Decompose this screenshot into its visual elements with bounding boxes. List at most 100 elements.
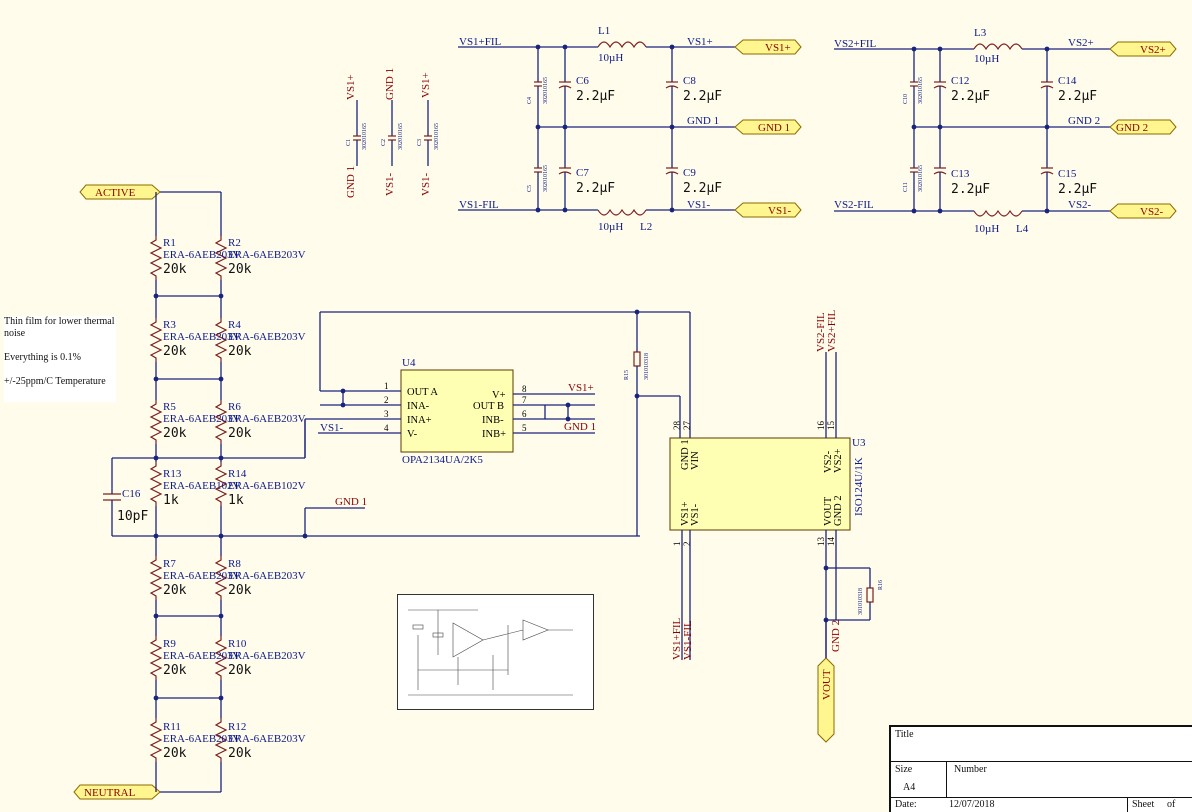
svg-text:20k: 20k: [228, 262, 252, 277]
svg-text:R6: R6: [228, 401, 241, 413]
svg-text:VIN: VIN: [690, 451, 701, 470]
svg-text:1: 1: [384, 381, 389, 391]
svg-text:ERA-6AEB203V: ERA-6AEB203V: [163, 650, 241, 662]
svg-text:ERA-6AEB102V: ERA-6AEB102V: [163, 480, 241, 492]
svg-text:ERA-6AEB203V: ERA-6AEB203V: [228, 570, 306, 582]
svg-text:C14: C14: [1058, 75, 1077, 87]
svg-text:2: 2: [384, 395, 389, 405]
svg-text:2: 2: [682, 542, 692, 547]
svg-text:V-: V-: [407, 429, 418, 440]
vs2p-port[interactable]: VS2+: [1109, 41, 1177, 57]
u3-vs2m-net: VS2-FIL: [815, 312, 827, 352]
bypass-caps: VS1+ GND 1 C1 302010165 GND 1 VS1- C2 30…: [345, 68, 440, 198]
u3-isolation-amp[interactable]: U3 ISO124U/1K GND 1 VIN VS2- VS2+ VS1+ V…: [669, 421, 866, 547]
svg-text:C15: C15: [1058, 168, 1077, 180]
svg-text:10µH: 10µH: [974, 223, 999, 235]
u3-gnd2-net: GND 2: [830, 620, 842, 652]
svg-text:OUT A: OUT A: [407, 387, 438, 398]
svg-text:302010165: 302010165: [918, 165, 924, 192]
svg-text:INB+: INB+: [482, 429, 506, 440]
svg-text:R3: R3: [163, 319, 176, 331]
svg-text:14: 14: [826, 537, 836, 547]
size-value: A4: [903, 782, 916, 793]
r8-label: R8 ERA-6AEB203V 20k: [228, 558, 306, 598]
svg-text:L4: L4: [1016, 223, 1029, 235]
r12-label: R12 ERA-6AEB203V 20k: [228, 721, 306, 761]
u4-opamp[interactable]: U4 OPA2134UA/2K5 1 2 3 4 OUT A INA- INA+…: [370, 357, 595, 466]
svg-text:ERA-6AEB203V: ERA-6AEB203V: [163, 249, 241, 261]
svg-text:VS1+FIL: VS1+FIL: [459, 36, 502, 48]
svg-text:GND 2: GND 2: [1068, 115, 1100, 127]
svg-text:2.2µF: 2.2µF: [1058, 182, 1097, 197]
svg-text:C7: C7: [576, 167, 589, 179]
svg-text:ERA-6AEB203V: ERA-6AEB203V: [228, 249, 306, 261]
svg-text:20k: 20k: [163, 663, 187, 678]
svg-text:VS1-: VS1-: [420, 172, 432, 196]
svg-text:VS1-: VS1-: [687, 199, 711, 211]
u3-vs2p-net: VS2+FIL: [826, 309, 838, 352]
svg-text:INA-: INA-: [407, 401, 430, 412]
svg-text:ERA-6AEB203V: ERA-6AEB203V: [163, 570, 241, 582]
vs2m-port[interactable]: VS2-: [1109, 203, 1177, 219]
svg-text:302010165: 302010165: [543, 165, 549, 192]
r13-label: R13 ERA-6AEB102V 1k: [163, 468, 241, 508]
svg-text:7: 7: [522, 395, 527, 405]
svg-text:GND 1: GND 1: [384, 68, 396, 100]
svg-text:VS1-: VS1-: [768, 205, 792, 217]
svg-text:302010165: 302010165: [543, 77, 549, 104]
r7-label: R7 ERA-6AEB203V 20k: [163, 558, 241, 598]
svg-text:VS2-: VS2-: [1140, 206, 1164, 218]
svg-text:ERA-6AEB203V: ERA-6AEB203V: [163, 331, 241, 343]
svg-text:R2: R2: [228, 237, 241, 249]
r4-label: R4 ERA-6AEB203V 20k: [228, 319, 306, 359]
svg-text:VS2+: VS2+: [833, 448, 844, 473]
svg-text:NEUTRAL: NEUTRAL: [84, 787, 136, 799]
svg-text:U4: U4: [402, 357, 416, 369]
svg-text:13: 13: [816, 537, 826, 547]
filter-vs2: VS2+FIL VS2-FIL L3 10µH 10µH L4 VS2+ VS2…: [834, 27, 1110, 235]
svg-text:VS2+: VS2+: [1068, 37, 1094, 49]
svg-text:20k: 20k: [163, 262, 187, 277]
svg-text:302010165: 302010165: [362, 123, 368, 150]
sheet-of-label: of: [1167, 799, 1176, 810]
svg-text:R5: R5: [163, 401, 176, 413]
r15-resistor[interactable]: R15 301010318: [624, 312, 650, 536]
svg-text:301010318: 301010318: [644, 353, 650, 380]
svg-text:R12: R12: [228, 721, 246, 733]
gnd2-port[interactable]: GND 2: [1109, 119, 1177, 135]
vs1p-port[interactable]: VS1+: [734, 39, 802, 55]
svg-text:INB-: INB-: [482, 415, 504, 426]
svg-text:C12: C12: [951, 75, 969, 87]
size-label: Size: [895, 764, 913, 775]
svg-text:GND 1: GND 1: [758, 122, 790, 134]
svg-text:U3: U3: [852, 437, 866, 449]
svg-text:OUT B: OUT B: [473, 401, 504, 412]
svg-text:ACTIVE: ACTIVE: [95, 187, 136, 199]
svg-text:20k: 20k: [163, 344, 187, 359]
title-block: Title Size A4 Number Date: 12/07/2018 Sh…: [889, 725, 1192, 812]
svg-text:R15: R15: [624, 370, 630, 380]
active-port[interactable]: ACTIVE: [79, 184, 161, 200]
vout-port[interactable]: VOUT: [817, 657, 835, 743]
svg-text:R4: R4: [228, 319, 241, 331]
svg-text:1k: 1k: [228, 493, 244, 508]
svg-text:GND 1: GND 1: [687, 115, 719, 127]
svg-text:GND 1: GND 1: [345, 166, 357, 198]
svg-text:L1: L1: [598, 25, 610, 37]
vs1m-port[interactable]: VS1-: [734, 202, 802, 218]
svg-text:28: 28: [672, 421, 682, 431]
svg-text:20k: 20k: [228, 746, 252, 761]
thumbnail-drawing: [408, 609, 573, 696]
svg-text:6: 6: [522, 409, 527, 419]
svg-text:4: 4: [384, 423, 389, 433]
gnd1-port[interactable]: GND 1: [734, 119, 802, 135]
c16-label: C16 10pF: [117, 488, 148, 524]
svg-text:VS2+FIL: VS2+FIL: [834, 38, 877, 50]
neutral-port[interactable]: NEUTRAL: [73, 784, 161, 800]
svg-text:C9: C9: [683, 167, 696, 179]
gnd1-net-label: GND 1: [335, 496, 367, 508]
design-note: Thin film for lower thermal noise Everyt…: [4, 316, 116, 402]
svg-text:C11: C11: [903, 182, 909, 192]
svg-text:R1: R1: [163, 237, 176, 249]
svg-text:L3: L3: [974, 27, 987, 39]
